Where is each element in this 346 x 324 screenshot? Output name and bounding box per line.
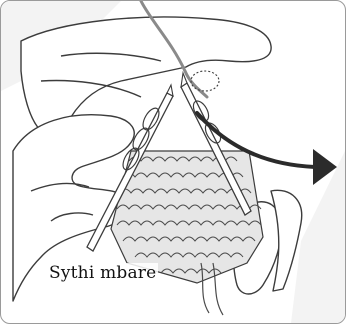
right-hand	[21, 17, 271, 135]
dotted-loop	[191, 71, 219, 91]
caption-label: Sythi mbare	[47, 263, 158, 283]
